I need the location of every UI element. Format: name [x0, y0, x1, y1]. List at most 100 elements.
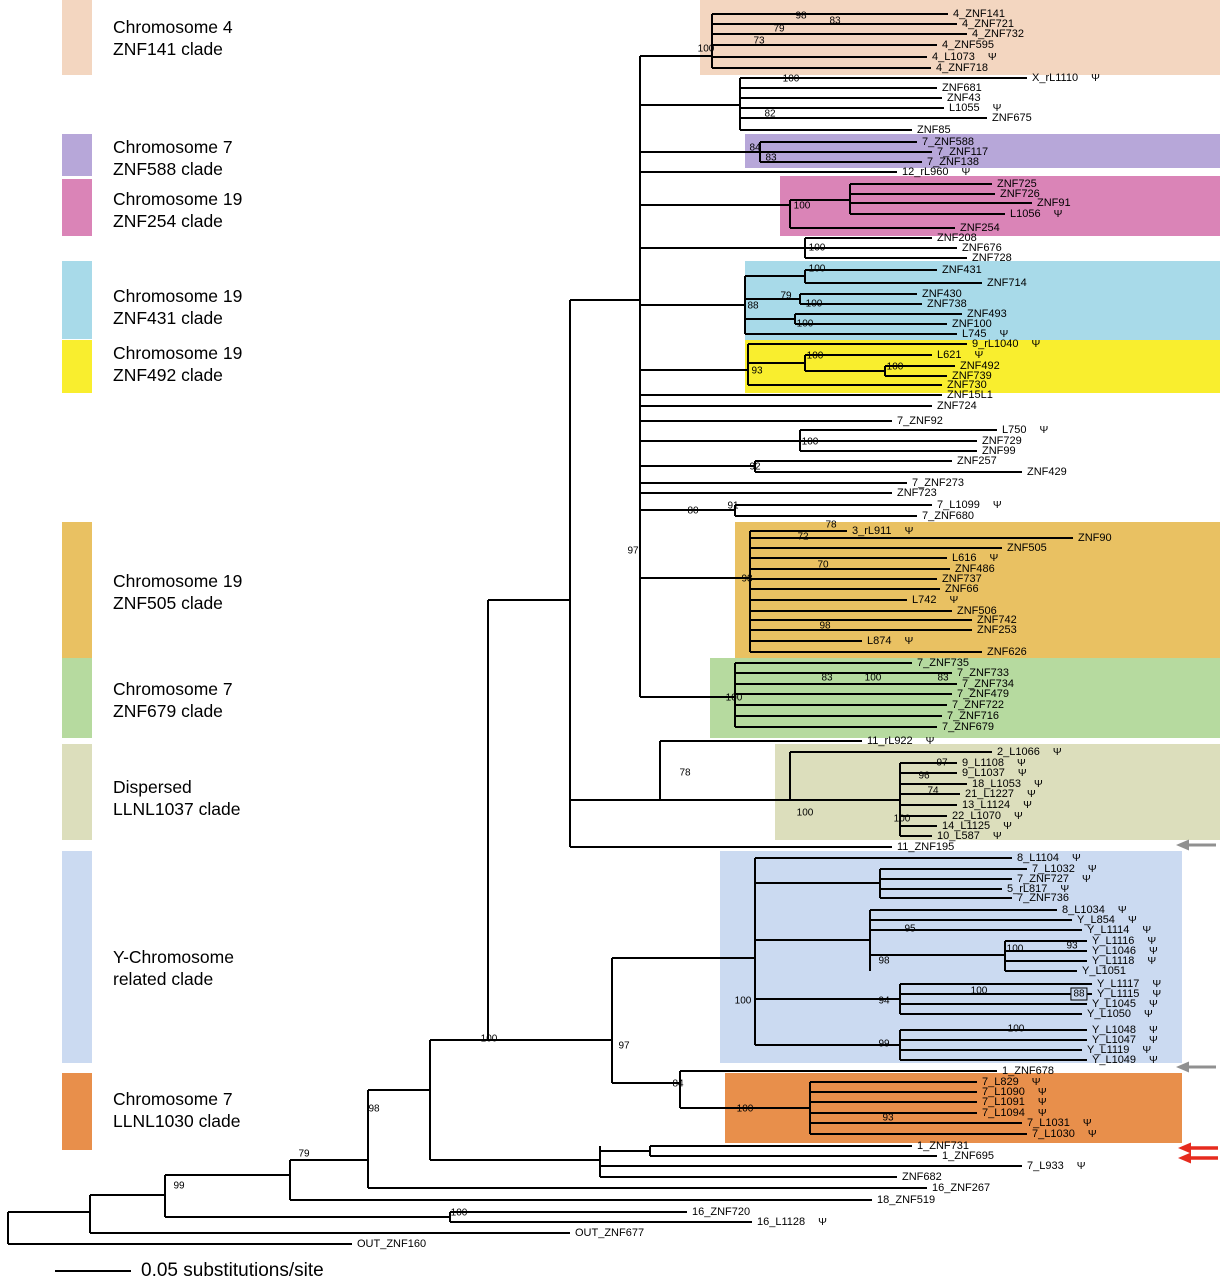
red-arrow-icon: [1178, 1142, 1218, 1154]
pseudogene-psi-icon: Ψ: [1037, 1107, 1047, 1119]
taxon-name: 8_L1104: [1017, 852, 1060, 864]
legend-swatch-8: [62, 744, 92, 840]
bootstrap-value: 91: [727, 500, 739, 512]
taxon-label: OUT_ZNF160: [357, 1238, 426, 1250]
pseudogene-psi-icon: Ψ: [992, 830, 1002, 842]
bootstrap-value: 100: [796, 318, 814, 330]
bootstrap-value: 78: [825, 519, 837, 531]
pseudogene-psi-icon: Ψ: [1053, 208, 1063, 220]
pseudogene-psi-icon: Ψ: [1023, 799, 1032, 811]
taxon-name: 11_ZNF195: [897, 841, 955, 853]
taxon-name: ZNF737: [942, 573, 982, 585]
taxon-name: 7_ZNF727: [1017, 873, 1069, 885]
taxon-name: 7_L1091: [982, 1096, 1025, 1108]
legend-swatch-2: [62, 134, 92, 176]
taxon-name: ZNF208: [937, 232, 977, 244]
taxon-name: ZNF675: [992, 112, 1032, 124]
taxon-name: OUT_ZNF160: [357, 1238, 427, 1250]
legend-label-line: Chromosome 4: [113, 17, 233, 37]
taxon-name: 7_ZNF736: [1017, 892, 1069, 904]
legend-label-line: ZNF431 clade: [113, 308, 223, 328]
legend-swatch-6: [62, 522, 92, 658]
pseudogene-psi-icon: Ψ: [1033, 778, 1043, 790]
bootstrap-value: 79: [780, 290, 792, 302]
taxon-name: 7_L1099: [937, 499, 980, 511]
bootstrap-value: 98: [741, 573, 753, 585]
taxon-name: ZNF730: [947, 379, 987, 391]
legend-label-line: related clade: [113, 969, 214, 989]
pseudogene-psi-icon: Ψ: [1026, 788, 1036, 800]
taxon-name: ZNF492: [960, 360, 1000, 372]
taxon-name: ZNF90: [1078, 532, 1112, 544]
taxon-name: 7_ZNF117: [937, 146, 989, 158]
taxon-label: ZNF742: [977, 614, 1017, 626]
red-arrow-icon: [1178, 1152, 1218, 1164]
bootstrap-value: 100: [808, 263, 826, 275]
taxon-label: 4_ZNF721: [962, 18, 1014, 30]
clade-band-znf505: [735, 522, 1220, 658]
taxon-name: ZNF257: [957, 455, 997, 467]
bootstrap-value: 99: [173, 1180, 185, 1192]
pseudogene-psi-icon: Ψ: [1017, 767, 1027, 779]
pseudogene-psi-icon: Ψ: [1149, 1024, 1158, 1036]
taxon-label: OUT_ZNF677: [575, 1227, 644, 1239]
taxon-name: 2_L1066: [997, 746, 1040, 758]
taxon-name: Y_L1119: [1087, 1044, 1130, 1056]
bootstrap-value: 100: [725, 692, 743, 704]
taxon-name: 7_ZNF679: [942, 721, 994, 733]
taxon-label: ZNF257: [957, 455, 997, 467]
taxon-name: 5_rL817: [1007, 883, 1048, 895]
taxon-name: 4_ZNF718: [936, 62, 988, 74]
legend-label-line: ZNF588 clade: [113, 159, 223, 179]
taxon-label: ZNF486: [955, 563, 995, 575]
taxon-name: 7_L933: [1027, 1160, 1064, 1172]
bootstrap-value: 78: [679, 767, 691, 779]
taxon-name: ZNF253: [977, 624, 1017, 636]
legend-swatch-10: [62, 1073, 92, 1150]
taxon-label: ZNF90: [1078, 532, 1112, 544]
taxon-label: ZNF714: [987, 277, 1027, 289]
bootstrap-value: 100: [801, 436, 819, 448]
pseudogene-psi-icon: Ψ: [1142, 1044, 1152, 1056]
taxon-label: 11_ZNF195: [897, 841, 954, 853]
taxon-name: 7_L1090: [982, 1086, 1025, 1098]
gray-arrow-icon: [1176, 839, 1216, 851]
taxon-name: 4_ZNF732: [972, 28, 1024, 40]
taxon-name: 7_L829: [982, 1076, 1019, 1088]
legend-swatch-3: [62, 179, 92, 236]
taxon-name: ZNF486: [955, 563, 995, 575]
taxon-name: L750: [1002, 424, 1027, 436]
legend-label-line: Chromosome 7: [113, 679, 233, 699]
taxon-name: 14_L1125: [942, 820, 991, 832]
taxon-name: ZNF505: [1007, 542, 1047, 554]
legend-swatch-1: [62, 0, 92, 75]
taxon-name: 13_L1124: [962, 799, 1011, 811]
pseudogene-psi-icon: Ψ: [1076, 1160, 1086, 1172]
bootstrap-value: 84: [672, 1078, 684, 1090]
bootstrap-value: 100: [782, 73, 800, 85]
taxon-label: ZNF15L1: [947, 389, 993, 401]
pseudogene-psi-icon: Ψ: [1117, 904, 1127, 916]
pseudogene-psi-icon: Ψ: [974, 349, 984, 361]
taxon-name: Y_L1115: [1097, 988, 1140, 1000]
bootstrap-value: 97: [936, 757, 948, 769]
taxon-name: 16_ZNF267: [932, 1182, 991, 1194]
bootstrap-value: 100: [796, 807, 814, 819]
legend-label-line: Chromosome 7: [113, 1089, 233, 1109]
taxon-name: Y_L854: [1077, 914, 1115, 926]
taxon-name: 7_ZNF92: [897, 415, 943, 427]
